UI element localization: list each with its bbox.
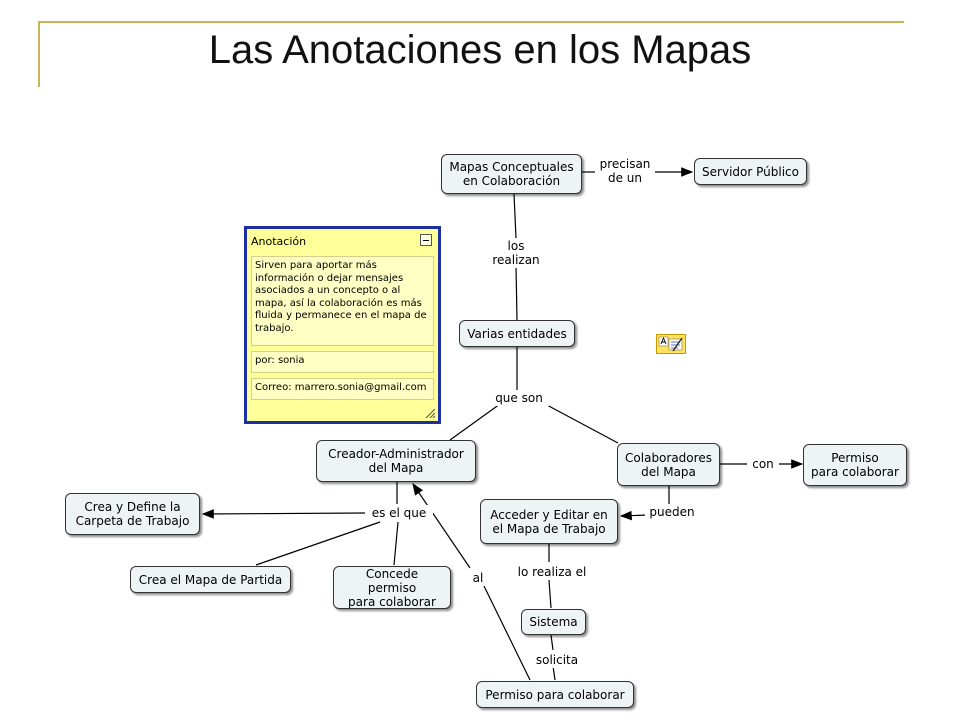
link-lo-realiza-el: lo realiza el — [512, 564, 592, 580]
node-mapas-conceptuales[interactable]: Mapas Conceptuales en Colaboración — [441, 154, 582, 194]
node-permiso-bottom[interactable]: Permiso para colaborar — [476, 681, 634, 708]
edge-esel-carpeta — [201, 509, 367, 519]
node-concede-permiso[interactable]: Concede permiso para colaborar — [333, 566, 451, 609]
link-precisan-de-un: precisan de un — [595, 156, 655, 186]
annotation-header: Anotación — [251, 235, 307, 248]
node-sistema[interactable]: Sistema — [521, 609, 586, 635]
annotation-panel[interactable]: Anotación Sirven para aportar más inform… — [244, 226, 441, 424]
minimize-icon[interactable] — [420, 234, 432, 246]
annotation-email[interactable]: Correo: marrero.sonia@gmail.com — [251, 378, 434, 400]
annotation-body[interactable]: Sirven para aportar más información o de… — [251, 256, 434, 346]
page-title: Las Anotaciones en los Mapas — [208, 28, 752, 72]
node-varias-entidades[interactable]: Varias entidades — [459, 320, 575, 347]
edge-esel-concede — [393, 521, 399, 566]
link-solicita: solicita — [530, 652, 584, 668]
slide-frame-top — [40, 21, 904, 23]
node-crea-mapa-partida[interactable]: Crea el Mapa de Partida — [130, 566, 291, 593]
resize-grip-icon[interactable] — [425, 408, 435, 418]
node-servidor-publico[interactable]: Servidor Público — [694, 158, 807, 185]
edge-solicita-permiso — [552, 665, 556, 681]
node-colaboradores[interactable]: Colaboradores del Mapa — [617, 443, 720, 486]
annotation-author[interactable]: por: sonia — [251, 351, 434, 373]
edge-realizan-varias — [515, 265, 518, 321]
edge-permiso-al — [483, 585, 531, 681]
link-que-son: que son — [489, 390, 549, 406]
annotation-note-icon[interactable] — [656, 334, 686, 354]
link-pueden: pueden — [645, 504, 699, 520]
edge-pueden-acceder — [619, 510, 649, 521]
edge-mapas-realizan — [513, 193, 517, 239]
edge-esel-creamapa — [255, 521, 381, 566]
link-es-el-que: es el que — [365, 505, 433, 521]
node-acceder-editar[interactable]: Acceder y Editar en el Mapa de Trabajo — [480, 499, 618, 544]
node-permiso-para-colaborar[interactable]: Permiso para colaborar — [803, 444, 907, 486]
link-los-realizan: los realizan — [488, 238, 544, 268]
edge-loreal-sistema — [548, 579, 552, 609]
link-con: con — [747, 456, 779, 472]
edge-queson-colaboradores — [544, 403, 619, 444]
slide-frame-left — [38, 21, 40, 87]
node-creador-administrador[interactable]: Creador-Administrador del Mapa — [316, 440, 476, 482]
edge-sistema-solicita — [550, 634, 554, 651]
link-al: al — [466, 570, 490, 586]
edge-queson-creador — [449, 403, 501, 441]
node-crea-carpeta[interactable]: Crea y Define la Carpeta de Trabajo — [65, 493, 200, 535]
edge-al-creador — [412, 483, 471, 569]
